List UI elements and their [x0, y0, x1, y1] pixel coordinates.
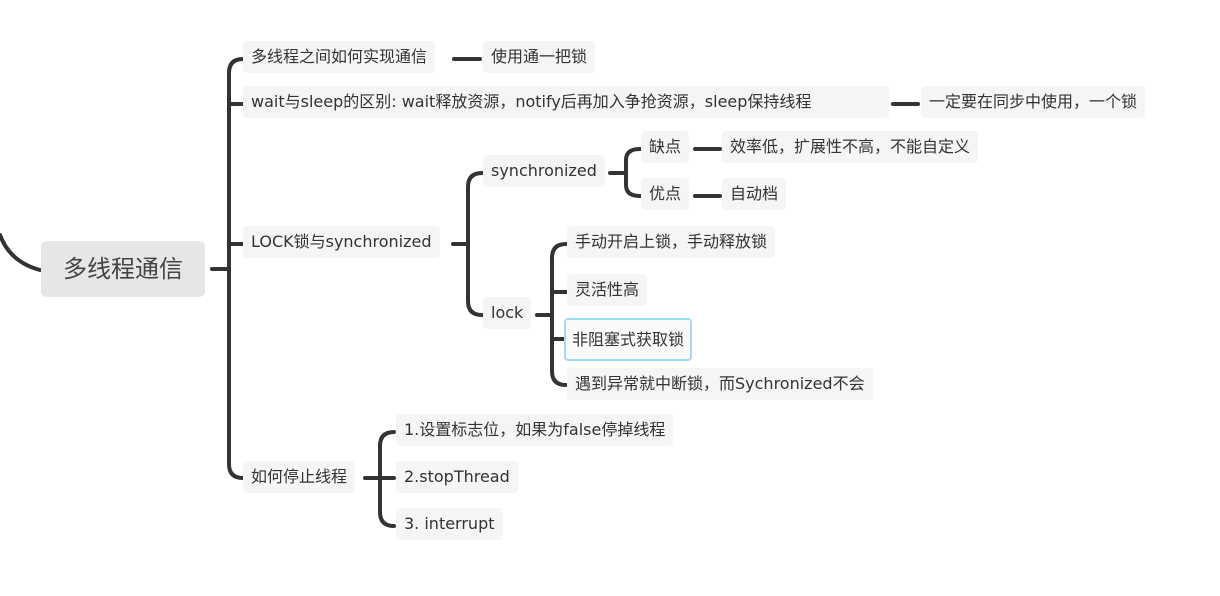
- topic-stop-thread[interactable]: 如何停止线程: [243, 461, 356, 493]
- topic-synchronized[interactable]: synchronized: [483, 155, 605, 187]
- topic-same-lock[interactable]: 使用通一把锁: [483, 41, 596, 73]
- spine-lock: [550, 242, 568, 387]
- spine-b3: [466, 171, 484, 317]
- topic-lock-manual[interactable]: 手动开启上锁，手动释放锁: [567, 226, 776, 258]
- topic-sync-cons-detail[interactable]: 效率低，扩展性不高，不能自定义: [722, 131, 979, 163]
- topic-stop-flag[interactable]: 1.设置标志位，如果为false停掉线程: [396, 414, 674, 446]
- topic-use-in-sync[interactable]: 一定要在同步中使用，一个锁: [921, 86, 1146, 118]
- root-topic[interactable]: 多线程通信: [41, 241, 205, 297]
- topic-stop-interrupt[interactable]: 3. interrupt: [396, 508, 503, 540]
- spine-sync: [624, 147, 642, 198]
- topic-communication[interactable]: 多线程之间如何实现通信: [243, 41, 436, 73]
- topic-sync-pros-detail[interactable]: 自动档: [722, 178, 787, 210]
- topic-sync-cons[interactable]: 缺点: [641, 131, 690, 163]
- topic-lock-nonblocking[interactable]: 非阻塞式获取锁: [564, 318, 693, 361]
- topic-sync-pros[interactable]: 优点: [641, 178, 690, 210]
- topic-lock-interrupt[interactable]: 遇到异常就中断锁，而Sychronized不会: [567, 368, 873, 400]
- topic-stop-stopthread[interactable]: 2.stopThread: [396, 461, 518, 493]
- connector-parent-root: [0, 233, 42, 272]
- topic-lock[interactable]: lock: [483, 297, 532, 329]
- spine-main: [227, 57, 245, 480]
- topic-lock-flexible[interactable]: 灵活性高: [567, 274, 648, 306]
- topic-lock-vs-synchronized[interactable]: LOCK锁与synchronized: [243, 226, 440, 258]
- topic-wait-vs-sleep[interactable]: wait与sleep的区别: wait释放资源，notify后再加入争抢资源，s…: [243, 86, 889, 118]
